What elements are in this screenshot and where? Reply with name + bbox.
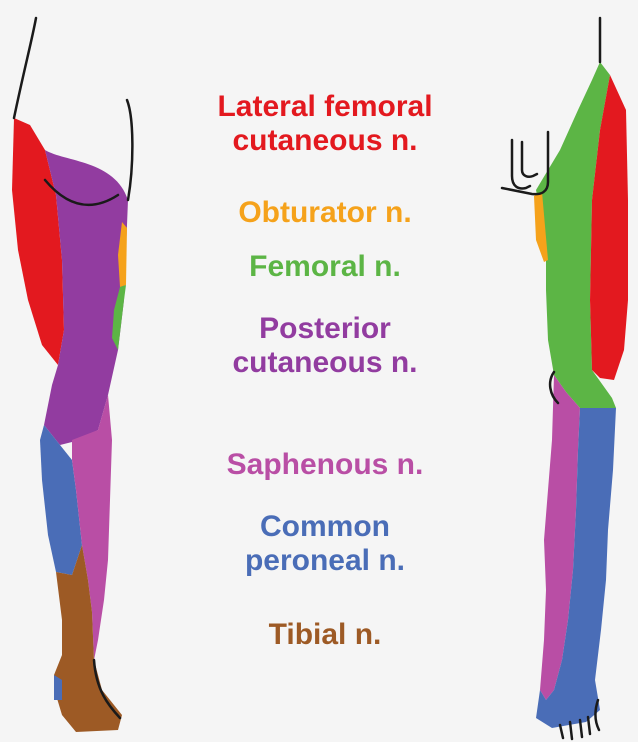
posterior-leg <box>12 18 132 732</box>
label-femoral: Femoral n. <box>160 250 490 284</box>
label-line: cutaneous n. <box>160 346 490 380</box>
label-saphenous: Saphenous n. <box>160 448 490 482</box>
label-tibial: Tibial n. <box>160 618 490 652</box>
label-lateral-femoral-cutaneous: Lateral femoral cutaneous n. <box>160 90 490 158</box>
label-line: peroneal n. <box>160 544 490 578</box>
label-line: Saphenous n. <box>160 448 490 482</box>
label-line: Obturator n. <box>160 196 490 230</box>
anterior-leg <box>502 18 628 739</box>
label-posterior-cutaneous: Posterior cutaneous n. <box>160 312 490 380</box>
label-common-peroneal: Common peroneal n. <box>160 510 490 578</box>
label-line: cutaneous n. <box>160 124 490 158</box>
label-line: Common <box>160 510 490 544</box>
label-obturator: Obturator n. <box>160 196 490 230</box>
label-line: Femoral n. <box>160 250 490 284</box>
label-line: Lateral femoral <box>160 90 490 124</box>
label-line: Posterior <box>160 312 490 346</box>
label-line: Tibial n. <box>160 618 490 652</box>
